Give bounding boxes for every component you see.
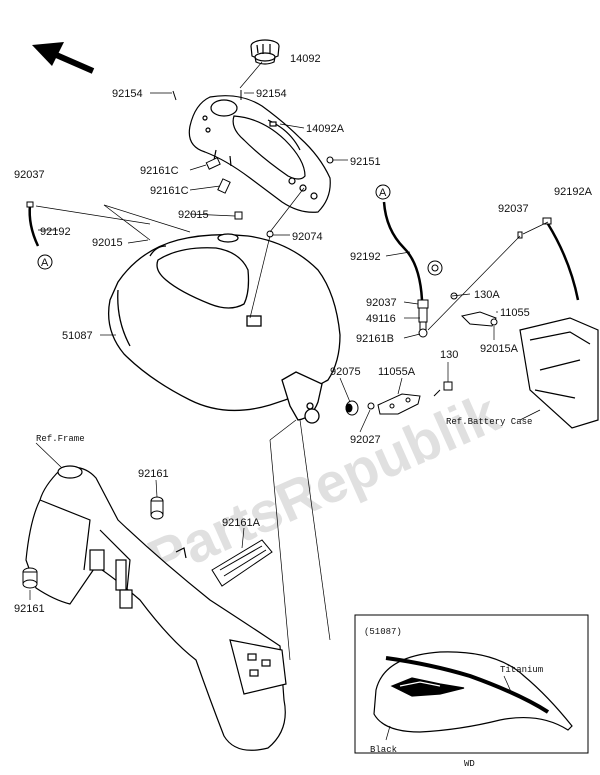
label-49116: 49116	[366, 313, 396, 325]
label-92027: 92027	[350, 434, 381, 446]
label-92192-left: 92192	[40, 226, 71, 238]
frame	[25, 465, 287, 751]
label-14092: 14092	[290, 53, 321, 65]
label-black: Black	[370, 745, 397, 755]
label-92161-upper: 92161	[138, 468, 169, 480]
fuel-tank[interactable]	[107, 233, 341, 424]
label-92075: 92075	[330, 366, 361, 378]
label-wd: WD	[464, 759, 475, 769]
pad-92161A[interactable]	[211, 539, 273, 587]
hose-92192-left[interactable]	[28, 204, 40, 247]
label-130: 130	[440, 349, 458, 361]
label-11055A: 11055A	[378, 366, 416, 378]
label-92161-lower: 92161	[14, 603, 45, 615]
label-92037-left: 92037	[14, 169, 45, 181]
hose-92192-right[interactable]	[382, 201, 426, 321]
label-titanium: Titanium	[500, 665, 543, 675]
label-92074: 92074	[292, 231, 323, 243]
label-92037-right: 92037	[498, 203, 529, 215]
label-92192A: 92192A	[554, 186, 593, 198]
callout-A-left: A	[41, 257, 49, 269]
label-11055: 11055	[500, 307, 530, 319]
clip-92161C-upper[interactable]	[205, 157, 221, 170]
grommet-92015[interactable]	[234, 211, 243, 220]
bracket-11055A[interactable]	[377, 393, 421, 415]
label-92015A: 92015A	[480, 343, 519, 355]
callout-circle-A-left	[37, 254, 53, 270]
label-ref-battery-case: Ref.Battery Case	[446, 417, 532, 427]
hose-92192A[interactable]	[546, 223, 580, 301]
bolt-130[interactable]	[433, 381, 453, 397]
front-direction-arrow-icon	[32, 42, 95, 74]
label-92015-lower: 92015	[92, 237, 123, 249]
label-92154-right: 92154	[256, 88, 287, 100]
valve-49116[interactable]	[417, 299, 429, 338]
label-92037-valve: 92037	[366, 297, 397, 309]
clip-92161C-lower[interactable]	[217, 178, 231, 194]
damper-92161-upper[interactable]	[150, 496, 164, 520]
battery-case	[519, 317, 599, 429]
clip-92037-mid[interactable]	[517, 231, 523, 239]
label-130A: 130A	[474, 289, 500, 301]
inset-fuel-tank[interactable]	[373, 651, 573, 733]
label-92161C-lower: 92161C	[150, 185, 189, 197]
label-92161A: 92161A	[222, 517, 261, 529]
clip-92037-right[interactable]	[542, 217, 552, 225]
label-51087: 51087	[62, 330, 93, 342]
label-92192-right: 92192	[350, 251, 381, 263]
label-14092A: 14092A	[306, 123, 345, 135]
label-92161B: 92161B	[356, 333, 394, 345]
tank-cover-console[interactable]	[188, 95, 331, 213]
damper-92075[interactable]	[345, 400, 359, 416]
collar-92027[interactable]	[367, 402, 375, 410]
damper-92161-lower[interactable]	[22, 567, 38, 589]
label-inset-51087: (51087)	[364, 627, 402, 637]
label-ref-frame: Ref.Frame	[36, 434, 85, 444]
bracket-11055[interactable]	[450, 292, 498, 327]
clip-92037-left[interactable]	[26, 201, 34, 208]
watermark-text: PartsRepublik	[138, 380, 508, 591]
label-92015-upper: 92015	[178, 209, 209, 221]
label-92154-left: 92154	[112, 88, 143, 100]
label-92151: 92151	[350, 156, 381, 168]
callout-circle-A-right	[375, 184, 391, 200]
label-92161C-upper: 92161C	[140, 165, 179, 177]
bolt-92154-left[interactable]	[172, 90, 177, 101]
breather-gear-icon	[427, 260, 443, 276]
callout-A-right: A	[379, 187, 387, 199]
inset-box	[354, 614, 589, 754]
fuel-cap[interactable]	[250, 39, 280, 65]
leader-lines	[29, 61, 549, 661]
